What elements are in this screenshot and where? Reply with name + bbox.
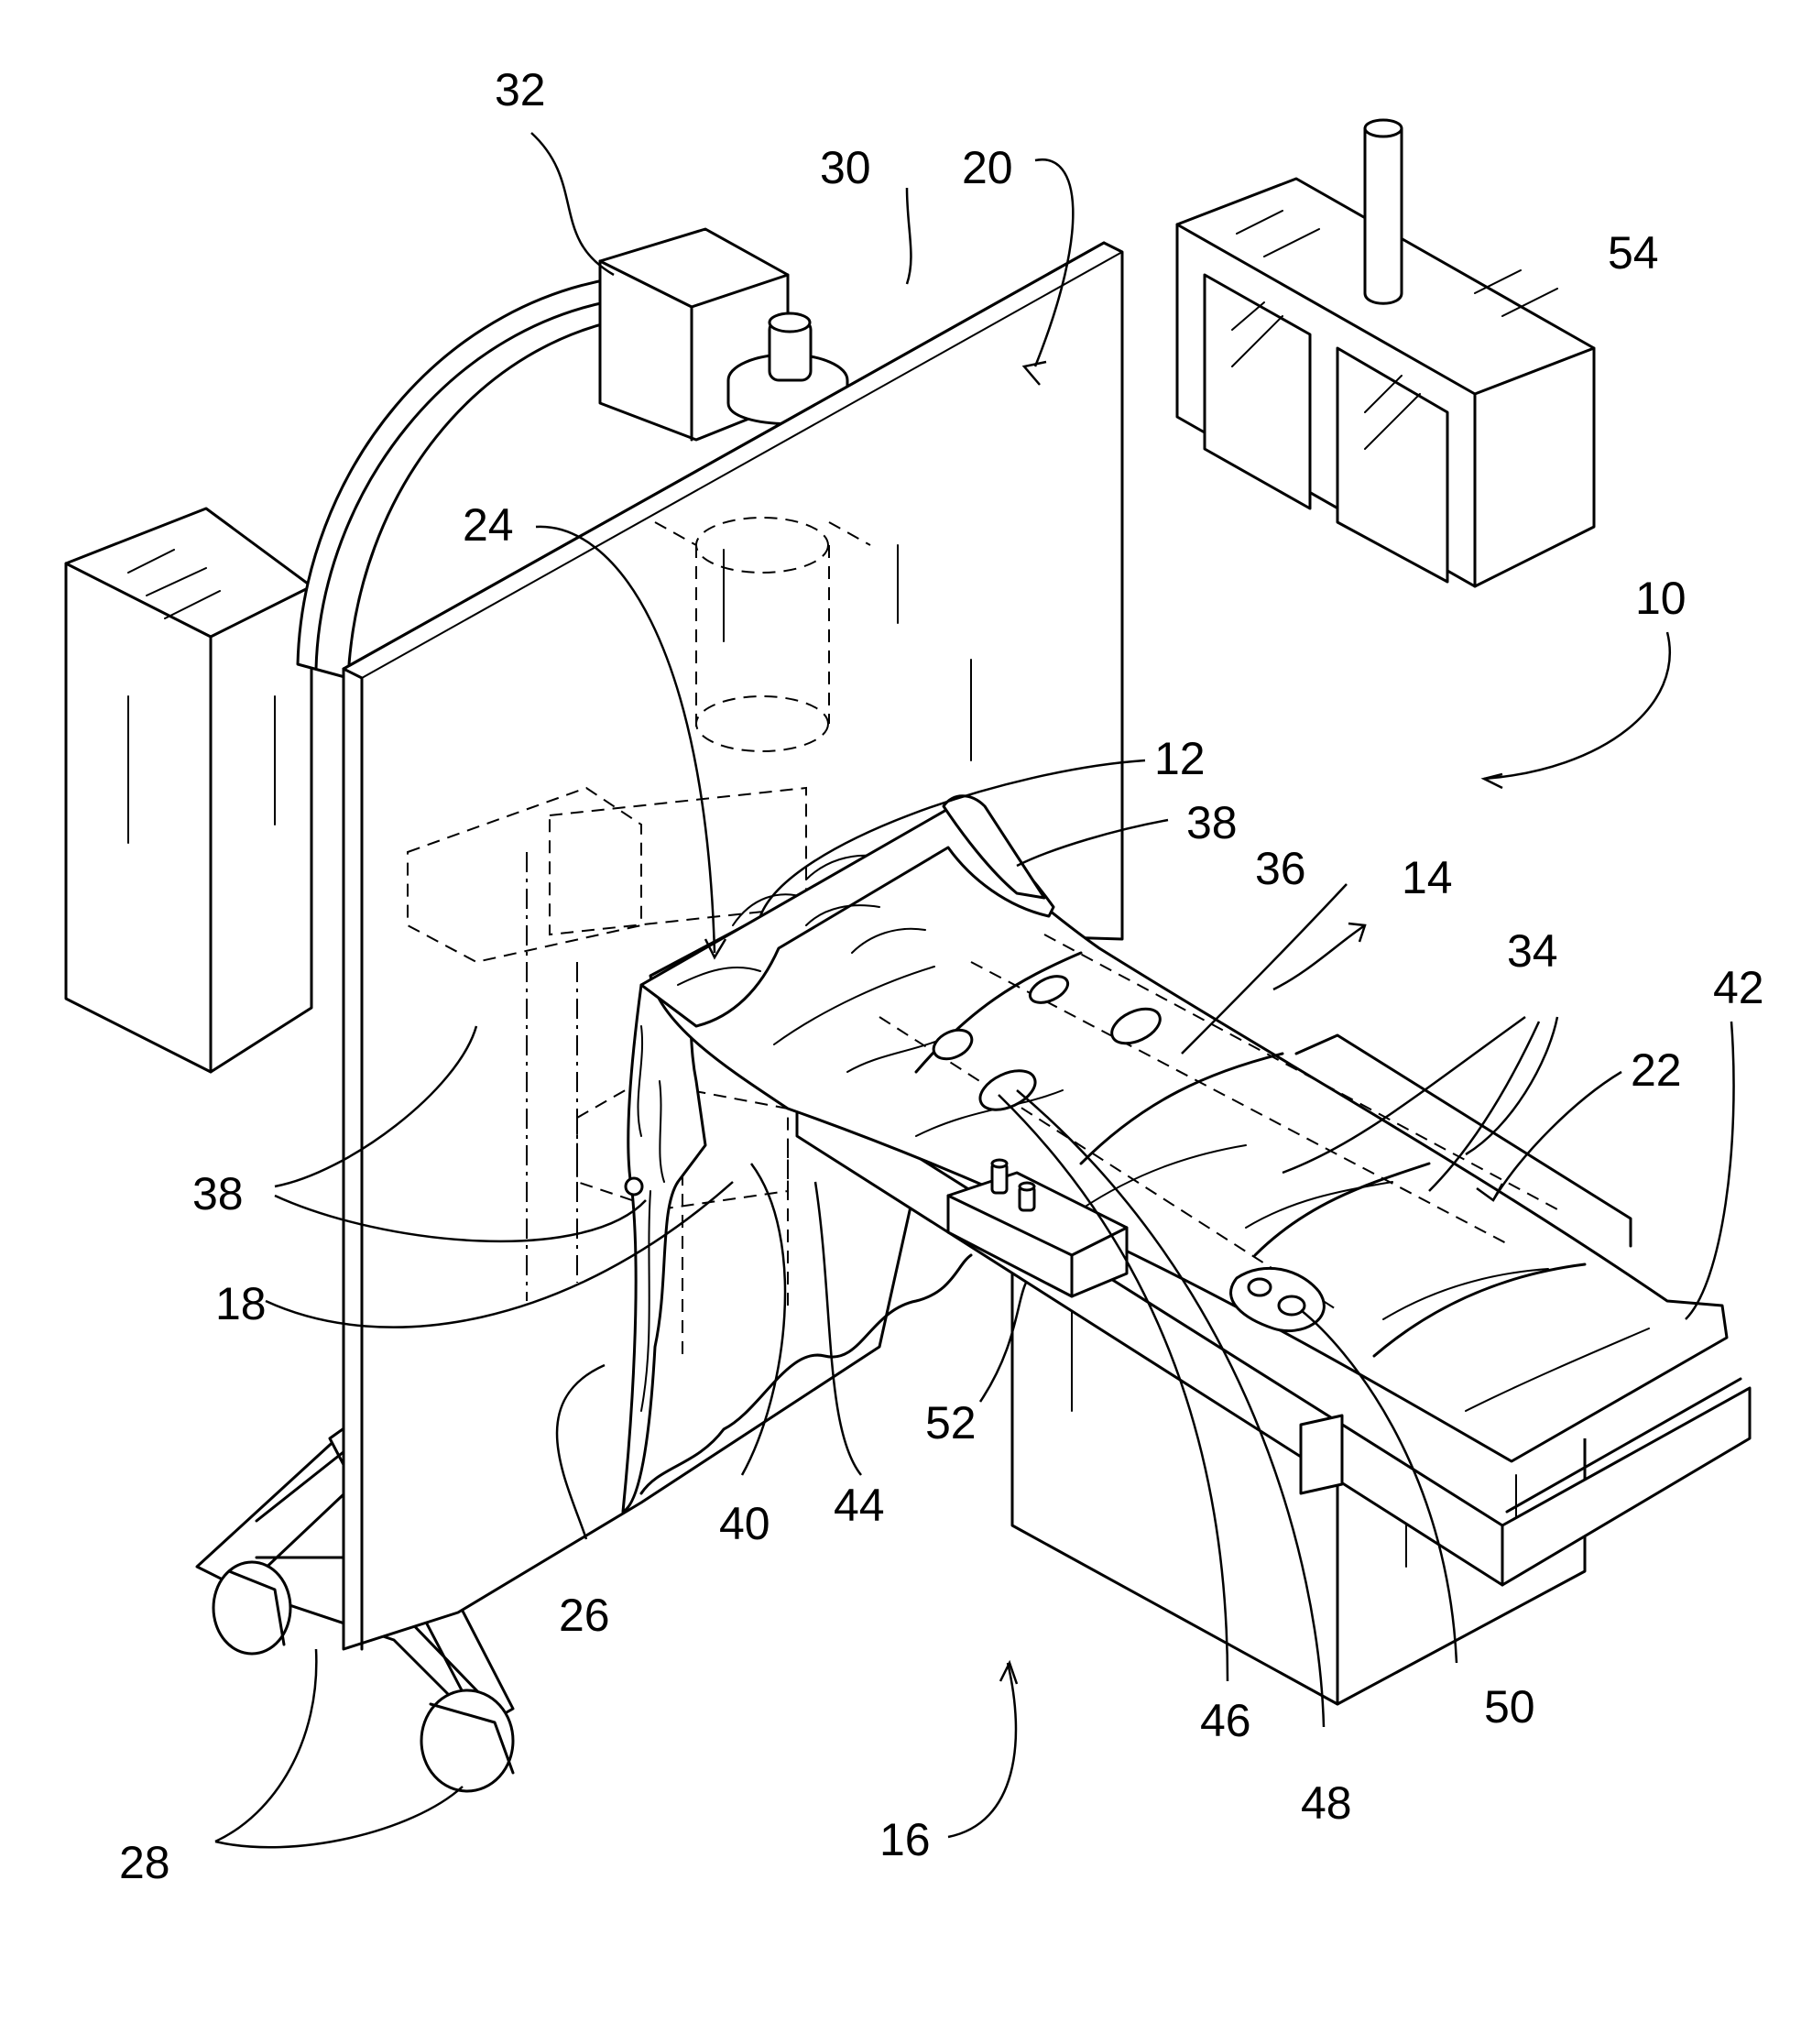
numeral-44: 44 xyxy=(834,1480,885,1531)
numeral-48: 48 xyxy=(1301,1777,1352,1829)
numeral-28: 28 xyxy=(119,1837,170,1888)
numeral-20: 20 xyxy=(962,142,1013,193)
numeral-14: 14 xyxy=(1402,852,1453,903)
numeral-22: 22 xyxy=(1631,1044,1682,1096)
numeral-26: 26 xyxy=(559,1590,610,1641)
numeral-40: 40 xyxy=(719,1498,770,1549)
numeral-34: 34 xyxy=(1507,925,1558,977)
numeral-24: 24 xyxy=(463,499,514,551)
numeral-52: 52 xyxy=(925,1397,977,1448)
numeral-38-top: 38 xyxy=(1186,797,1238,848)
numeral-46: 46 xyxy=(1200,1695,1251,1746)
numeral-36: 36 xyxy=(1255,843,1306,894)
monitor-unit xyxy=(1177,120,1594,586)
numeral-30: 30 xyxy=(820,142,871,193)
numeral-16: 16 xyxy=(879,1814,931,1865)
numeral-54: 54 xyxy=(1608,227,1659,279)
numeral-38-left: 38 xyxy=(192,1168,244,1219)
numeral-50: 50 xyxy=(1484,1681,1535,1732)
generator-cabinet xyxy=(66,508,311,1072)
numeral-18: 18 xyxy=(215,1278,267,1329)
wheel-rear xyxy=(421,1690,513,1791)
numeral-42: 42 xyxy=(1713,962,1764,1013)
numeral-12: 12 xyxy=(1154,733,1206,784)
numeral-10: 10 xyxy=(1635,573,1686,624)
wheel-front xyxy=(213,1562,290,1654)
numeral-32: 32 xyxy=(495,64,546,115)
